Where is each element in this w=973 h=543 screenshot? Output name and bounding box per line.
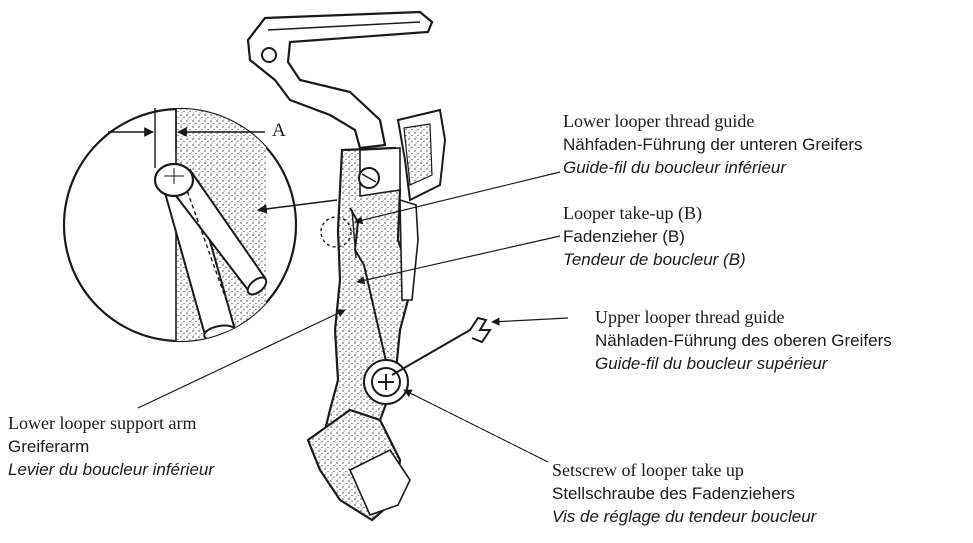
dimension-a-label: A xyxy=(272,120,286,141)
label-de: Nähfaden-Führung der unteren Greifers xyxy=(563,135,863,154)
label-en: Upper looper thread guide xyxy=(595,307,785,327)
label-fr: Guide-fil du boucleur inférieur xyxy=(563,158,787,177)
label-en: Lower looper support arm xyxy=(8,413,197,433)
setscrew-icon xyxy=(363,359,409,405)
lower-looper-thread-guide-label: Lower looper thread guide Nähfaden-Führu… xyxy=(563,110,863,179)
looper-take-up-label: Looper take-up (B) Fadenzieher (B) Tende… xyxy=(563,202,746,271)
label-en: Looper take-up (B) xyxy=(563,203,702,223)
label-fr: Levier du boucleur inférieur xyxy=(8,460,215,479)
label-de: Fadenzieher (B) xyxy=(563,227,685,246)
dimension-a-marker xyxy=(108,108,265,168)
leader-lines xyxy=(137,171,569,463)
label-fr: Vis de réglage du tendeur boucleur xyxy=(552,507,817,526)
lower-looper-support-arm-body xyxy=(306,108,447,522)
label-de: Nähladen-Führung des oberen Greifers xyxy=(595,331,892,350)
lower-looper-support-arm-label: Lower looper support arm Greiferarm Levi… xyxy=(8,412,214,481)
label-en: Setscrew of looper take up xyxy=(552,460,744,480)
upper-looper-thread-guide-wire xyxy=(391,316,492,376)
label-fr: Tendeur de boucleur (B) xyxy=(563,250,746,269)
setscrew-label: Setscrew of looper take up Stellschraube… xyxy=(552,459,816,528)
label-de: Greiferarm xyxy=(8,437,90,456)
detail-magnifier xyxy=(62,107,298,343)
upper-looper-thread-guide-label: Upper looper thread guide Nähladen-Führu… xyxy=(595,306,892,375)
label-de: Stellschraube des Fadenziehers xyxy=(552,484,795,503)
label-en: Lower looper thread guide xyxy=(563,111,755,131)
top-lever xyxy=(246,10,434,150)
label-fr: Guide-fil du boucleur supérieur xyxy=(595,354,828,373)
